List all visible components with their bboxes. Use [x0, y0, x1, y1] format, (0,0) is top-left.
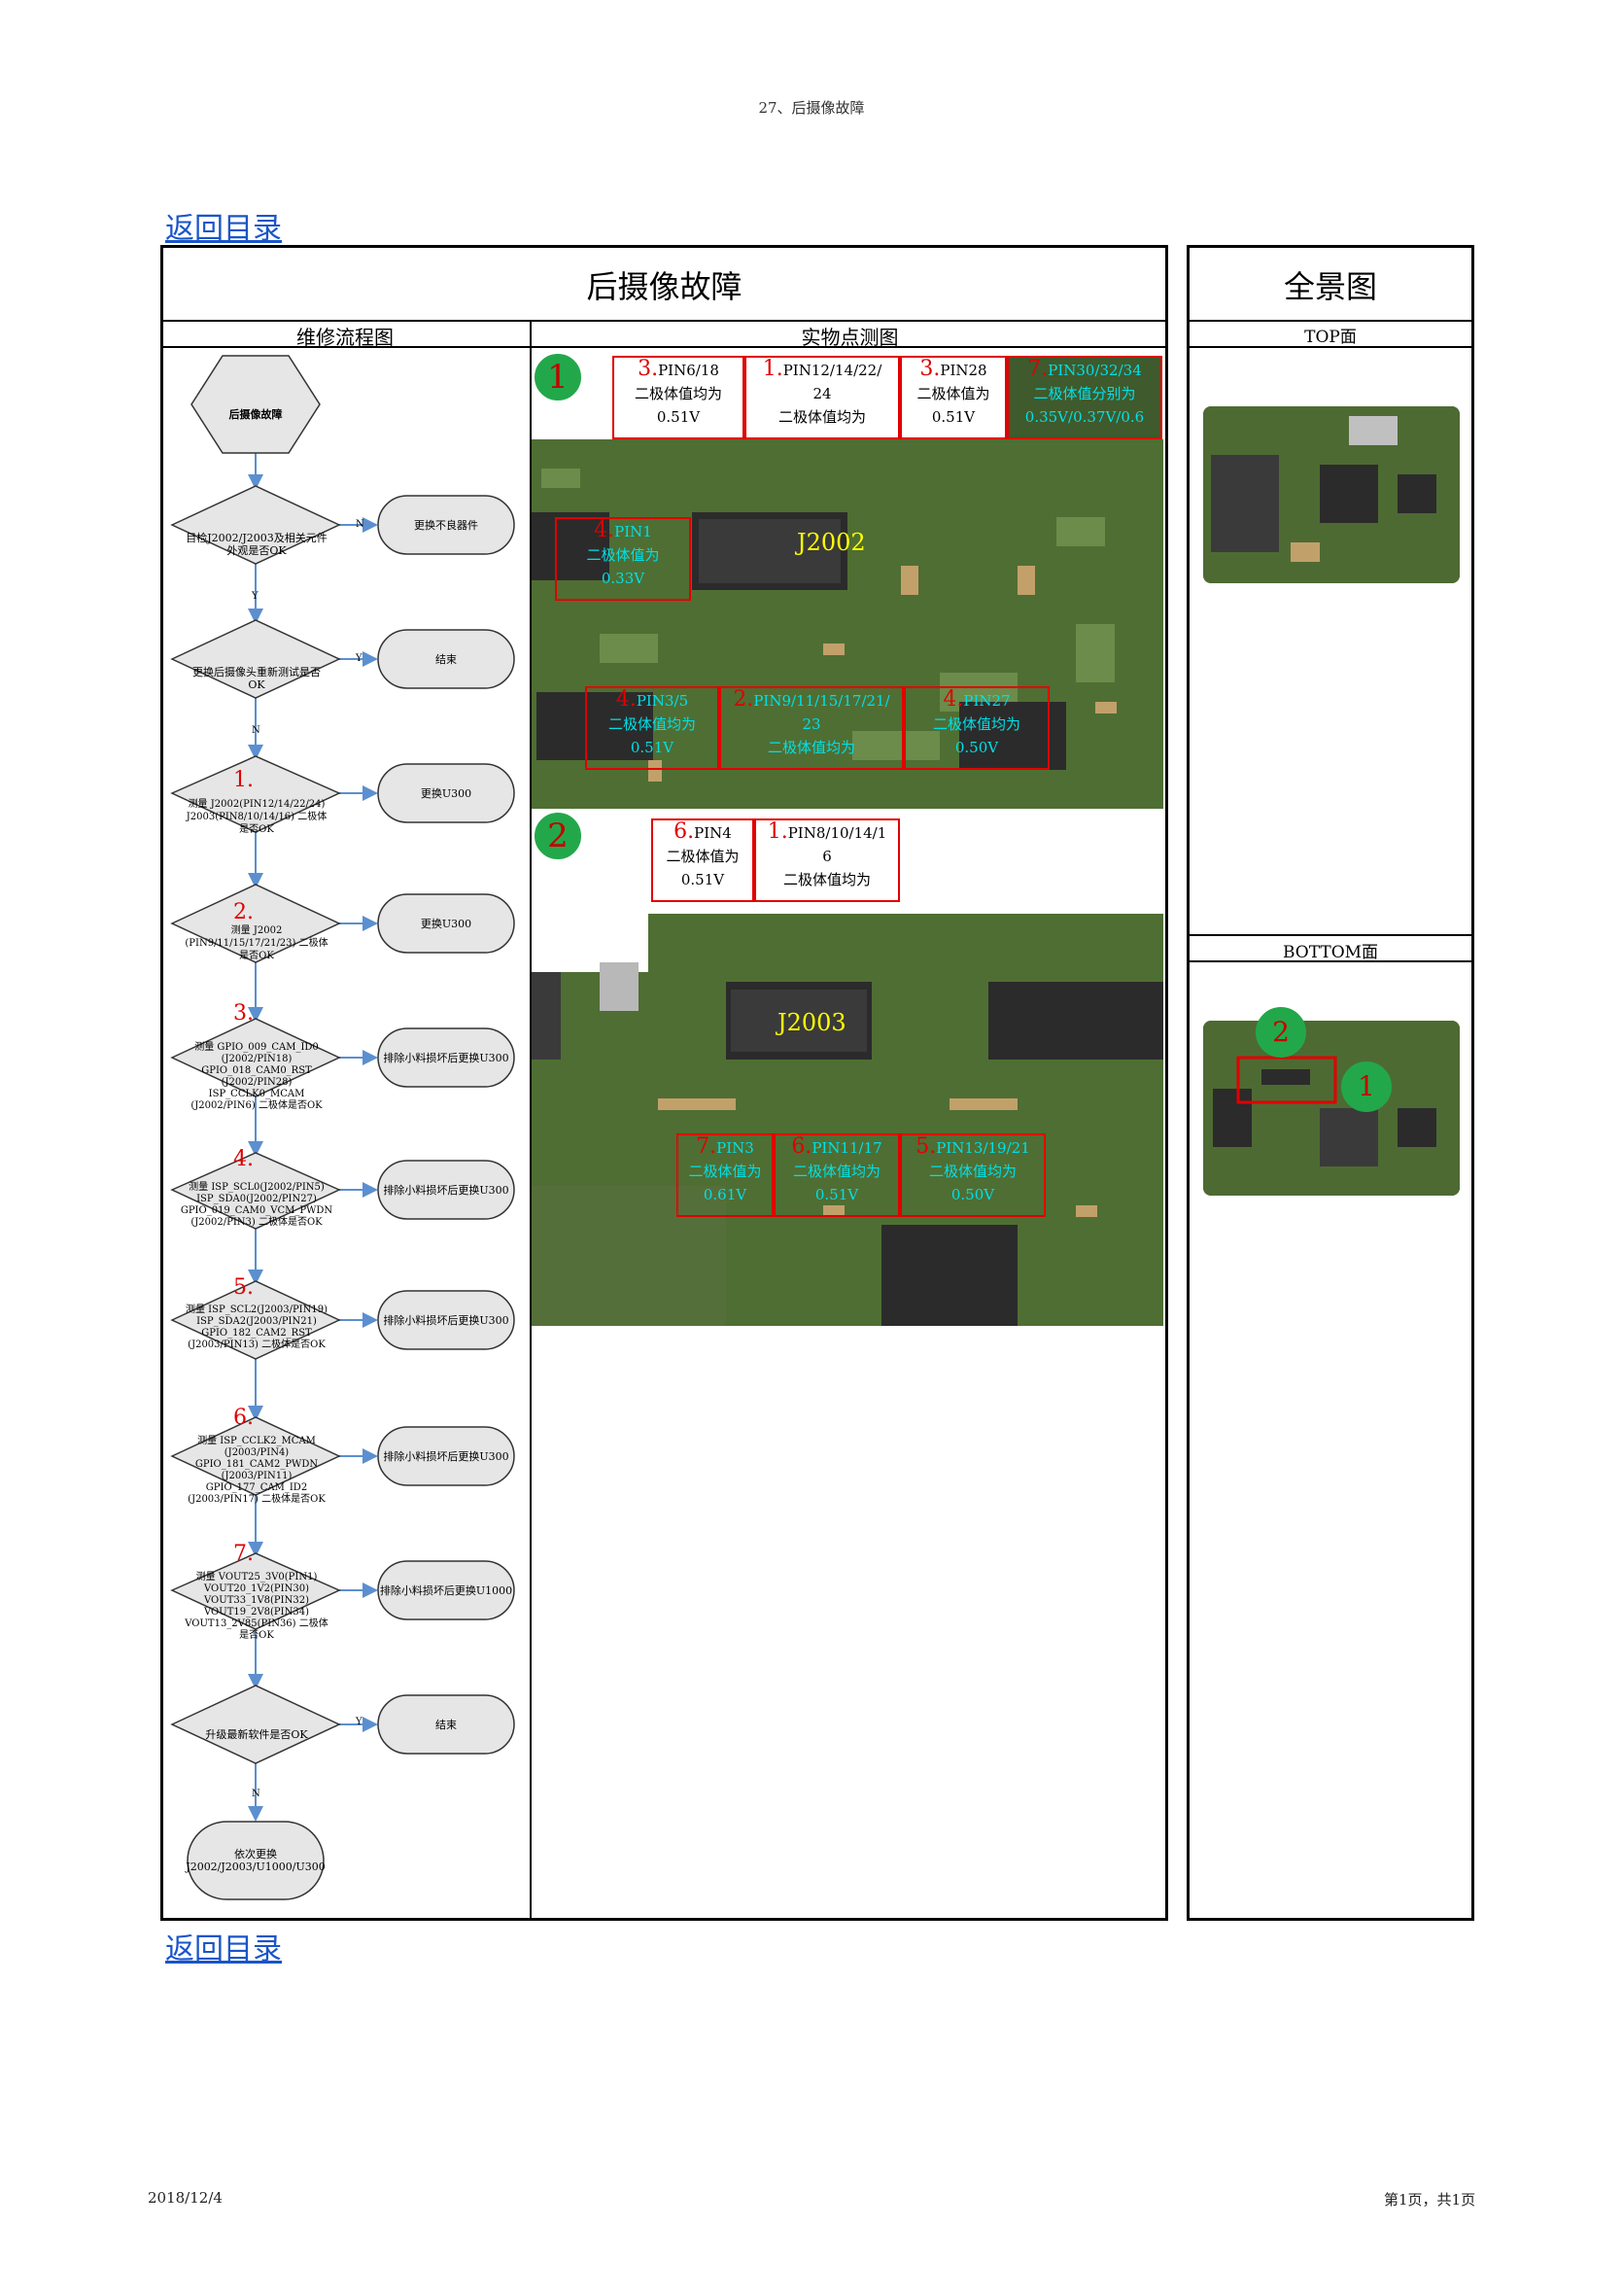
step-number-1: 1.	[233, 768, 254, 792]
flow-label-y: Y	[356, 1717, 363, 1727]
flow-decision-6: 测量 ISP_SCL0(J2002/PIN5) ISP_SDA0(J2002/P…	[180, 1182, 333, 1228]
col-header-photo: 实物点测图	[801, 326, 899, 349]
flow-result-5: 排除小料损坏后更换U300	[383, 1051, 509, 1064]
flow-decision-9: 测量 VOUT25_3V0(PIN1) VOUT20_1V2(PIN30) VO…	[185, 1572, 328, 1641]
flow-result-3: 更换U300	[420, 786, 472, 800]
photo-badge-1: 1	[535, 354, 581, 400]
photo-badge-2: 2	[535, 813, 581, 859]
flow-result-2: 结束	[435, 652, 457, 666]
board-photo-j2003	[532, 914, 1163, 1326]
flow-decision-2: 更换后摄像头重新测试是否OK	[192, 666, 321, 691]
flow-result-10: 结束	[435, 1718, 457, 1731]
footer-date: 2018/12/4	[148, 2189, 223, 2207]
flow-decision-1: 目检J2002/J2003及相关元件外观是否OK	[186, 532, 328, 557]
flow-result-6: 排除小料损坏后更换U300	[383, 1183, 509, 1197]
overview-table	[1187, 245, 1474, 1921]
flow-decision-3: 测量 J2002(PIN12/14/22/24) J2003(PIN8/10/1…	[186, 798, 328, 835]
bottom-board-badge-1: 1	[1341, 1061, 1392, 1112]
flow-end: 依次更换 J2002/J2003/U1000/U300	[186, 1848, 326, 1873]
bottom-side-board-image	[1203, 1021, 1460, 1196]
flow-result-7: 排除小料损坏后更换U300	[383, 1313, 509, 1327]
flow-result-4: 更换U300	[420, 917, 472, 930]
step-number-2: 2.	[233, 900, 254, 924]
col-header-flow: 维修流程图	[296, 326, 394, 349]
step-number-6: 6.	[233, 1406, 254, 1430]
flow-decision-5: 测量 GPIO_009_CAM_ID0 (J2002/PIN18) GPIO_0…	[190, 1042, 323, 1111]
connector-label-j2002: J2002	[797, 529, 866, 556]
page-header: 27、后摄像故障	[758, 99, 865, 117]
flow-decision-4: 测量 J2002 (PIN9/11/15/17/21/23) 二极体是否OK	[185, 924, 328, 961]
flowchart	[170, 355, 515, 1900]
flow-result-8: 排除小料损坏后更换U300	[383, 1449, 509, 1463]
step-number-4: 4.	[233, 1147, 254, 1171]
flow-label-y: Y	[356, 653, 363, 664]
footer-page-number: 第1页，共1页	[1384, 2191, 1476, 2209]
flow-decision-7: 测量 ISP_SCL2(J2003/PIN19) ISP_SDA2(J2003/…	[186, 1305, 328, 1350]
connector-label-j2003: J2003	[777, 1009, 846, 1036]
back-to-toc-link-top[interactable]: 返回目录	[165, 212, 282, 246]
overview-title: 全景图	[1283, 268, 1377, 305]
top-side-label: TOP面	[1304, 328, 1357, 347]
table-title: 后摄像故障	[586, 268, 742, 305]
step-number-5: 5.	[233, 1275, 254, 1300]
bottom-board-badge-2: 2	[1256, 1007, 1306, 1058]
main-table	[160, 245, 1168, 1921]
flow-decision-8: 测量 ISP_CCLK2_MCAM (J2003/PIN4) GPIO_181_…	[188, 1436, 326, 1505]
back-to-toc-link-bottom[interactable]: 返回目录	[165, 1932, 282, 1966]
flow-label-n: N	[252, 1789, 260, 1799]
top-side-board-image	[1203, 406, 1460, 583]
step-number-3: 3.	[233, 1001, 254, 1026]
flow-label-y: Y	[252, 591, 259, 602]
flow-label-n: N	[356, 519, 364, 530]
bottom-side-label: BOTTOM面	[1282, 943, 1379, 962]
flow-result-1: 更换不良器件	[414, 518, 478, 532]
flow-result-9: 排除小料损坏后更换U1000	[379, 1583, 513, 1597]
board-photo-j2002	[532, 439, 1163, 809]
flow-decision-10: 升级最新软件是否OK	[205, 1727, 308, 1741]
flow-label-n: N	[252, 725, 260, 736]
step-number-7: 7.	[233, 1542, 254, 1566]
flow-start: 后摄像故障	[228, 407, 283, 421]
